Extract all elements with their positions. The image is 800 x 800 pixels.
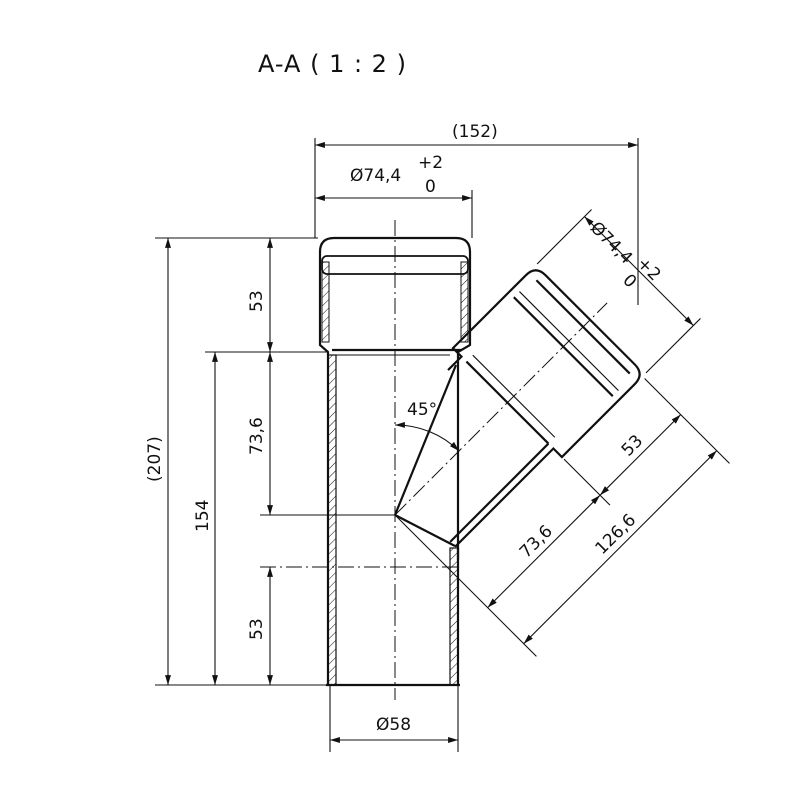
branch-socket-diameter-dim: Ø74,4 bbox=[586, 218, 636, 268]
overall-width-dim: (152) bbox=[452, 122, 498, 142]
branch-angle-dim: 45° bbox=[407, 400, 437, 420]
branch-pipe: 73,6 53 126,6 Ø74,4 +2 0 bbox=[394, 209, 730, 657]
top-to-branch-dim: 73,6 bbox=[247, 417, 267, 455]
left-dimensions: (207) 154 53 73,6 53 bbox=[145, 237, 460, 686]
top-dimensions: (152) Ø74,4 +2 0 bbox=[314, 122, 639, 305]
body-height-dim: 154 bbox=[193, 500, 213, 532]
socket-diameter-dim: Ø74,4 bbox=[350, 166, 401, 186]
section-title: A-A ( 1 : 2 ) bbox=[258, 50, 407, 78]
overall-height-dim: (207) bbox=[145, 436, 165, 482]
branch-body-dim: 73,6 bbox=[516, 521, 557, 562]
bottom-dimension: Ø58 bbox=[329, 685, 459, 752]
branch-tol-lower: 0 bbox=[618, 270, 640, 292]
main-pipe: 45° bbox=[318, 220, 472, 700]
socket-tol-upper: +2 bbox=[418, 153, 443, 173]
top-socket-depth-dim: 53 bbox=[247, 290, 267, 312]
pipe-diameter-dim: Ø58 bbox=[376, 715, 411, 735]
bottom-spigot-dim: 53 bbox=[247, 618, 267, 640]
branch-socket-depth-dim: 53 bbox=[618, 431, 647, 460]
socket-tol-lower: 0 bbox=[425, 177, 436, 197]
